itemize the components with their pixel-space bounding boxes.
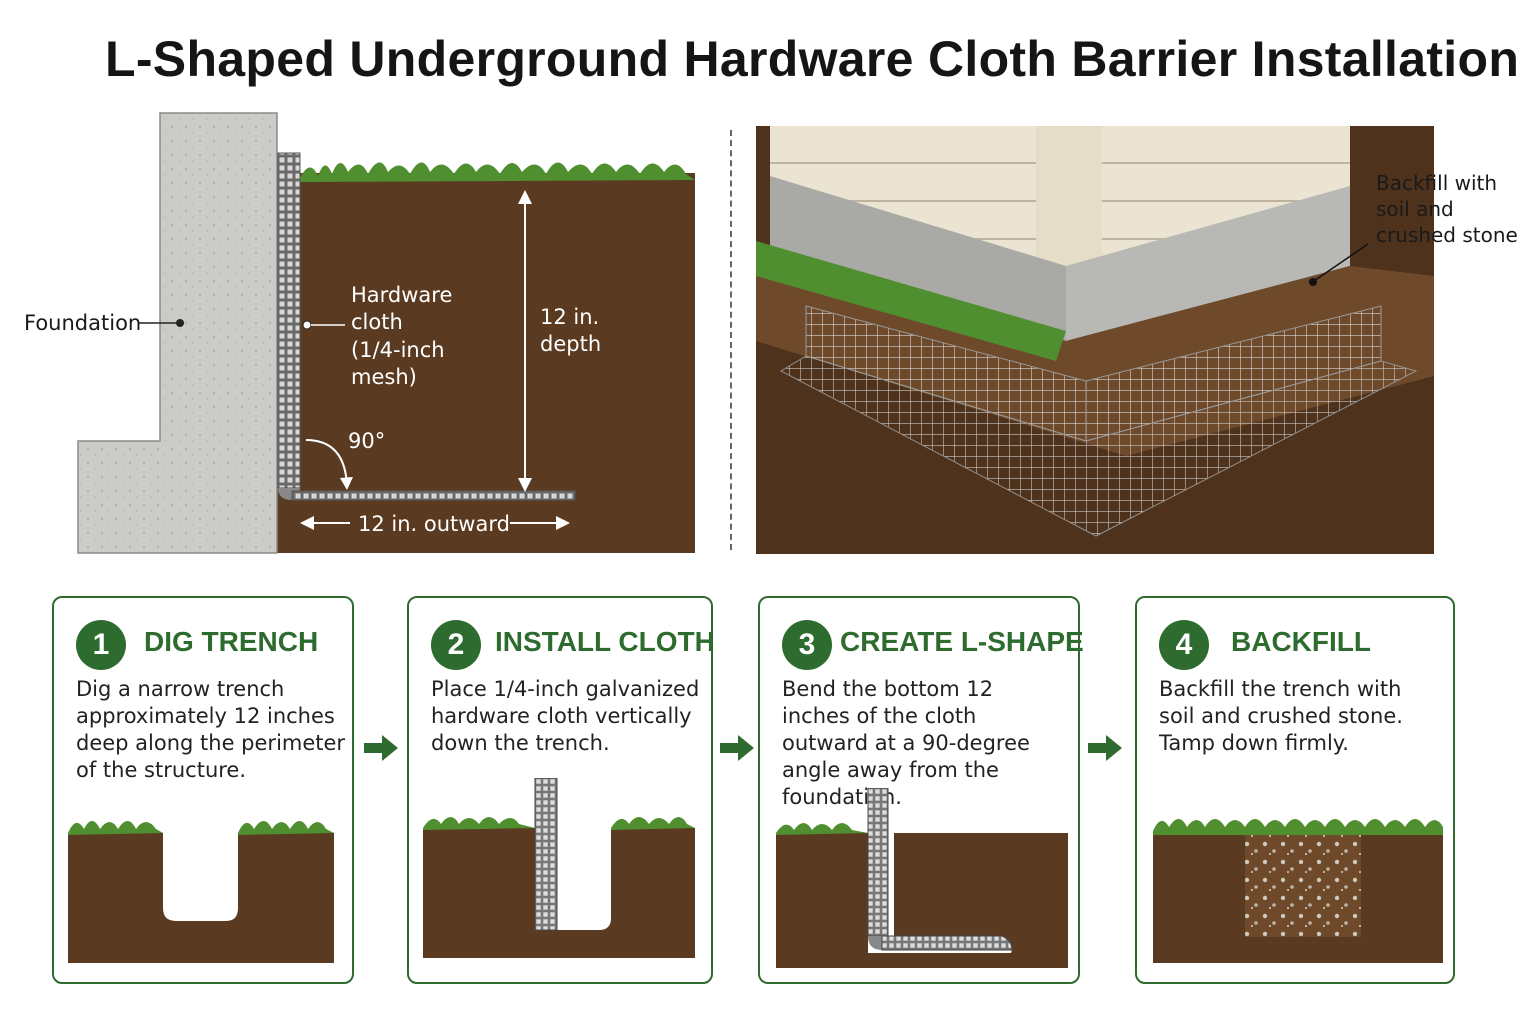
depth-label-line: 12 in. <box>540 305 600 329</box>
hardware-cloth-vertical <box>867 788 889 937</box>
cloth-label-line: mesh) <box>351 364 417 389</box>
step-number-badge: 3 <box>782 620 832 670</box>
step-description: Backfill the trench with soil and crushe… <box>1159 677 1403 755</box>
foundation-wall <box>77 112 278 554</box>
angle-label: 90° <box>348 429 386 453</box>
foundation-side <box>1066 186 1350 341</box>
backfill-leader-dot <box>1309 278 1317 286</box>
cross-section-diagram <box>77 112 695 554</box>
mesh-skirt <box>779 355 1418 537</box>
step-arrow-1 <box>364 735 398 761</box>
grass-right <box>238 821 334 835</box>
depth-label: 12 in. depth <box>540 304 601 359</box>
step-title: DIG TRENCH <box>144 626 319 657</box>
step-title: INSTALL CLOTH <box>495 626 715 657</box>
trench-soil <box>776 833 1068 968</box>
panel-divider <box>730 130 732 550</box>
backfill-label: Backfill with soil and crushed stone <box>1376 170 1518 248</box>
backfill-label-line: Backfill with <box>1376 171 1498 195</box>
step-card-4: 4 BACKFILL Backfill the trench with soil… <box>1135 596 1455 984</box>
step-number-badge: 2 <box>431 620 481 670</box>
step-title: CREATE L-SHAPE <box>840 626 1084 657</box>
trench-soil <box>68 833 334 963</box>
grass-patch <box>756 241 1066 361</box>
hardware-cloth-vertical <box>534 778 558 931</box>
trench-soil <box>423 828 695 958</box>
step-card-3: 3 CREATE L-SHAPE Bend the bottom 12 inch… <box>758 596 1084 984</box>
step-arrow-2 <box>720 735 754 761</box>
outward-label: 12 in. outward <box>358 512 510 536</box>
hardware-cloth-horizontal <box>881 935 1013 951</box>
backfill-label-line: soil and <box>1376 197 1454 221</box>
hardware-cloth-vertical <box>277 152 301 489</box>
cloth-leader-dot <box>302 320 312 330</box>
backfill-label-line: crushed stone <box>1376 223 1518 247</box>
perspective-diagram <box>756 126 1434 554</box>
cloth-label-line: cloth <box>351 310 403 335</box>
backfilled-trench <box>1245 831 1361 937</box>
step-description: Place 1/4-inch galvanized hardware cloth… <box>431 677 700 755</box>
page-title: L-Shaped Underground Hardware Cloth Barr… <box>105 31 1520 87</box>
step-1-illustration <box>68 821 334 963</box>
step-number-badge: 4 <box>1159 620 1209 670</box>
step-arrow-3 <box>1088 735 1122 761</box>
step-title: BACKFILL <box>1231 626 1371 657</box>
step-card-2: 2 INSTALL CLOTH Place 1/4-inch galvanize… <box>407 596 715 984</box>
step-card-1: 1 DIG TRENCH Dig a narrow trench approxi… <box>52 596 354 984</box>
grass-left <box>68 821 163 835</box>
hardware-cloth-horizontal <box>291 490 576 501</box>
hardware-cloth-label: Hardware cloth (1/4-inch mesh) <box>351 282 452 391</box>
foundation-front <box>770 176 1066 341</box>
step-number-badge: 1 <box>76 620 126 670</box>
cloth-label-line: (1/4-inch <box>351 337 445 362</box>
step-2-illustration <box>423 778 695 958</box>
house-corner-trim <box>1036 126 1102 266</box>
grass-left <box>423 817 535 830</box>
foundation-leader-dot <box>176 319 184 327</box>
grass-strip <box>1153 819 1443 835</box>
step-4-illustration <box>1153 819 1443 963</box>
soil-block <box>275 173 695 553</box>
step-3-illustration <box>776 788 1068 968</box>
step-description: Dig a narrow trench approximately 12 inc… <box>76 677 346 782</box>
grass-left <box>776 823 868 835</box>
foundation-label: Foundation <box>24 311 142 335</box>
depth-label-line: depth <box>540 332 602 357</box>
cloth-label-line: Hardware <box>351 283 453 307</box>
grass-right <box>611 817 695 830</box>
grass-strip <box>300 162 695 182</box>
